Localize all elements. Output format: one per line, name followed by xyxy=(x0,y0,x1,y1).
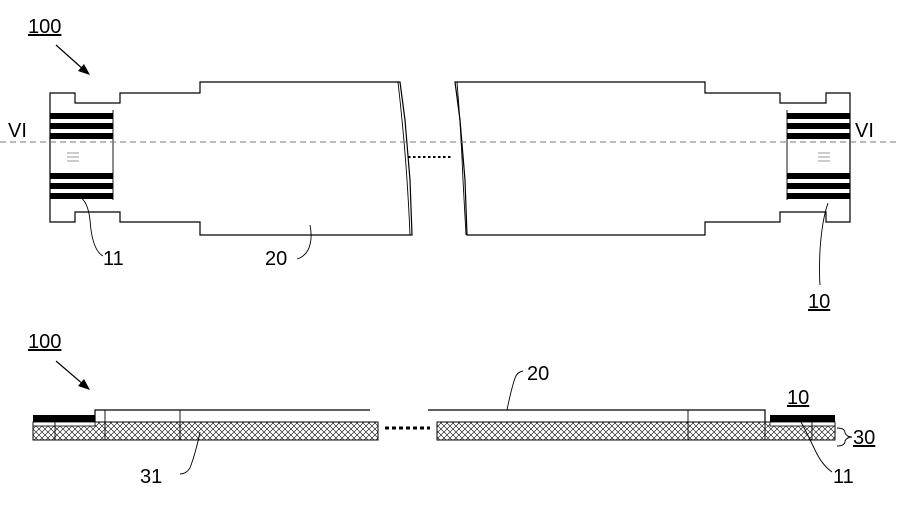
section-view: 100 20 10 30 31 11 xyxy=(28,331,875,488)
assembly-label-top: 100 xyxy=(28,16,61,38)
section-label-right: VI xyxy=(855,120,874,142)
contact-fingers-left xyxy=(50,110,114,200)
assembly-label-bottom: 100 xyxy=(28,331,61,353)
connector-label-right: 10 xyxy=(808,291,830,313)
hatched-layer-left xyxy=(32,421,379,441)
finger-label-left: 11 xyxy=(103,248,124,270)
body-label-top: 20 xyxy=(265,248,287,270)
connector-label-bottom: 10 xyxy=(787,387,809,409)
arrow-icon xyxy=(55,44,90,75)
contact-fingers-right xyxy=(786,110,850,200)
cable-outline-right xyxy=(454,81,851,236)
body-label-bottom: 20 xyxy=(527,363,549,385)
top-view: 100 xyxy=(0,16,900,313)
layer-fill-label: 31 xyxy=(140,466,162,488)
hatched-layer-right xyxy=(436,421,836,441)
mark-icon-right xyxy=(818,152,830,162)
layer-label: 30 xyxy=(853,427,875,449)
cable-outline-left xyxy=(49,81,413,236)
finger-label-bottom: 11 xyxy=(833,466,854,488)
section-label-left: VI xyxy=(8,120,27,142)
mark-icon-left xyxy=(67,152,79,162)
arrow-icon xyxy=(55,360,90,390)
